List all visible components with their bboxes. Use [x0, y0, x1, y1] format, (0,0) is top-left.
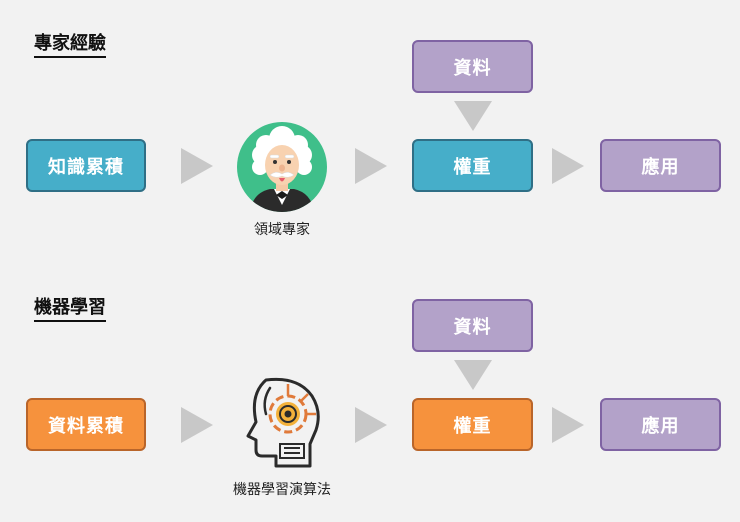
domain-expert-caption: 領域專家	[254, 222, 310, 238]
application-box: 應用	[600, 139, 721, 192]
ml-algorithm-caption: 機器學習演算法	[233, 482, 331, 498]
arrow-down-icon	[454, 101, 492, 131]
arrow-right-icon	[181, 148, 213, 184]
ml-section-title: 機器學習	[34, 297, 106, 322]
expert-person-icon	[237, 122, 327, 212]
arrow-down-icon	[454, 360, 492, 390]
arrow-right-icon	[552, 148, 584, 184]
data-box: 資料	[412, 299, 533, 352]
expert-section-title: 專家經驗	[34, 33, 106, 58]
weight-box: 權重	[412, 139, 533, 192]
application-box: 應用	[600, 398, 721, 451]
arrow-right-icon	[355, 148, 387, 184]
data-accumulation-box: 資料累積	[26, 398, 146, 451]
data-box: 資料	[412, 40, 533, 93]
arrow-right-icon	[552, 407, 584, 443]
weight-box: 權重	[412, 398, 533, 451]
ai-robot-head-icon	[246, 377, 320, 468]
arrow-right-icon	[181, 407, 213, 443]
arrow-right-icon	[355, 407, 387, 443]
knowledge-accumulation-box: 知識累積	[26, 139, 146, 192]
